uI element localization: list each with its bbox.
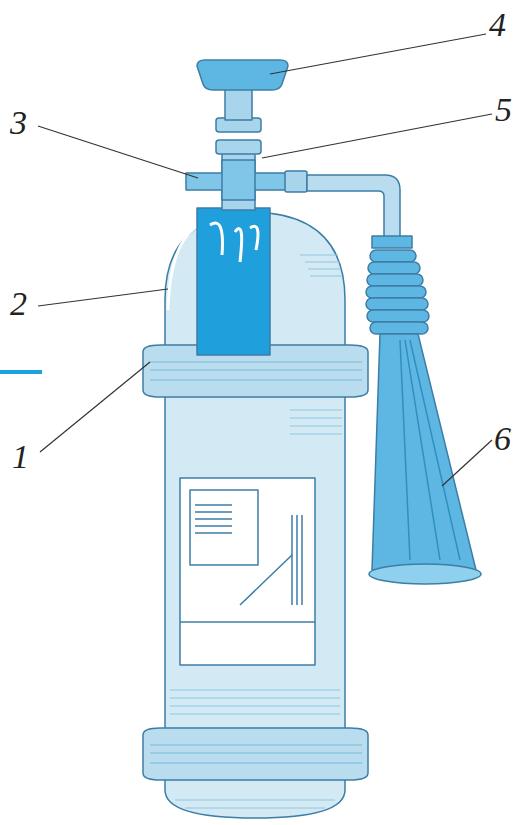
corrugated-hose — [366, 250, 429, 334]
label-plate — [180, 478, 315, 665]
callout-number: 2 — [10, 287, 27, 321]
handwheel — [197, 60, 288, 90]
leader-lines — [38, 34, 492, 486]
callout-number: 6 — [494, 422, 511, 456]
bottom-band — [143, 728, 368, 780]
outlet-pipe — [307, 175, 400, 240]
valve-neck — [222, 150, 255, 210]
union-nut — [285, 171, 307, 192]
callout-number: 3 — [10, 106, 27, 140]
callout-number: 5 — [495, 93, 512, 127]
discharge-horn — [372, 334, 476, 570]
callout-number: 4 — [489, 8, 506, 42]
neck-tag — [197, 208, 270, 355]
label-panel — [190, 490, 258, 565]
callout-number: 1 — [12, 440, 29, 474]
